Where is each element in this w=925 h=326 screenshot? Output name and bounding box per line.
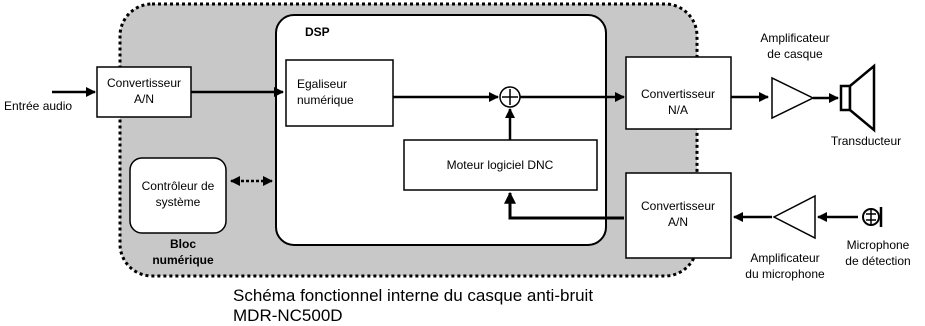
speaker-icon xyxy=(839,63,876,133)
dsp-title: DSP xyxy=(305,25,330,39)
headphone-amp-icon xyxy=(771,76,815,120)
microphone-icon xyxy=(862,207,883,227)
caption-line-2: MDR-NC500D xyxy=(233,306,343,325)
adc-input-label-2: A/N xyxy=(134,92,154,106)
adc-input-label-1: Convertisseur xyxy=(107,76,181,90)
headphone-amp-label-1: Amplificateur xyxy=(760,31,829,45)
transducer-label: Transducteur xyxy=(831,134,901,148)
caption-line-1: Schéma fonctionnel interne du casque ant… xyxy=(233,286,593,305)
feedback-arrow xyxy=(504,191,624,220)
headphone-amp-label-2: de casque xyxy=(767,47,823,61)
adc-mic-label-1: Convertisseur xyxy=(641,199,715,213)
digital-block-label-2: numérique xyxy=(152,253,214,267)
dsp-box xyxy=(275,14,607,246)
adc-input-box xyxy=(96,66,192,118)
dac-box xyxy=(625,56,732,130)
dac-label-1: Convertisseur xyxy=(641,87,715,101)
system-controller-label-1: Contrôleur de xyxy=(142,179,215,193)
equalizer-box xyxy=(285,59,394,127)
dac-label-2: N/A xyxy=(668,103,688,117)
adc-mic-box xyxy=(625,172,732,259)
dnc-engine-label: Moteur logiciel DNC xyxy=(447,158,554,172)
input-label: Entrée audio xyxy=(4,99,72,113)
equalizer-label-2: numérique xyxy=(297,93,354,107)
summing-node xyxy=(499,86,521,108)
system-controller-label-2: système xyxy=(156,195,201,209)
mic-amp-icon xyxy=(772,194,816,240)
digital-block-label-1: Bloc xyxy=(170,237,196,251)
system-controller-box xyxy=(129,157,227,234)
sensing-mic-label-2: de détection xyxy=(845,254,910,268)
sensing-mic-label-1: Microphone xyxy=(847,238,910,252)
adc-mic-label-2: A/N xyxy=(668,215,688,229)
mic-amp-label-2: du microphone xyxy=(745,267,825,281)
mic-amp-label-1: Amplificateur xyxy=(750,251,819,265)
dnc-engine-box xyxy=(403,139,598,191)
equalizer-label-1: Egaliseur xyxy=(297,77,347,91)
